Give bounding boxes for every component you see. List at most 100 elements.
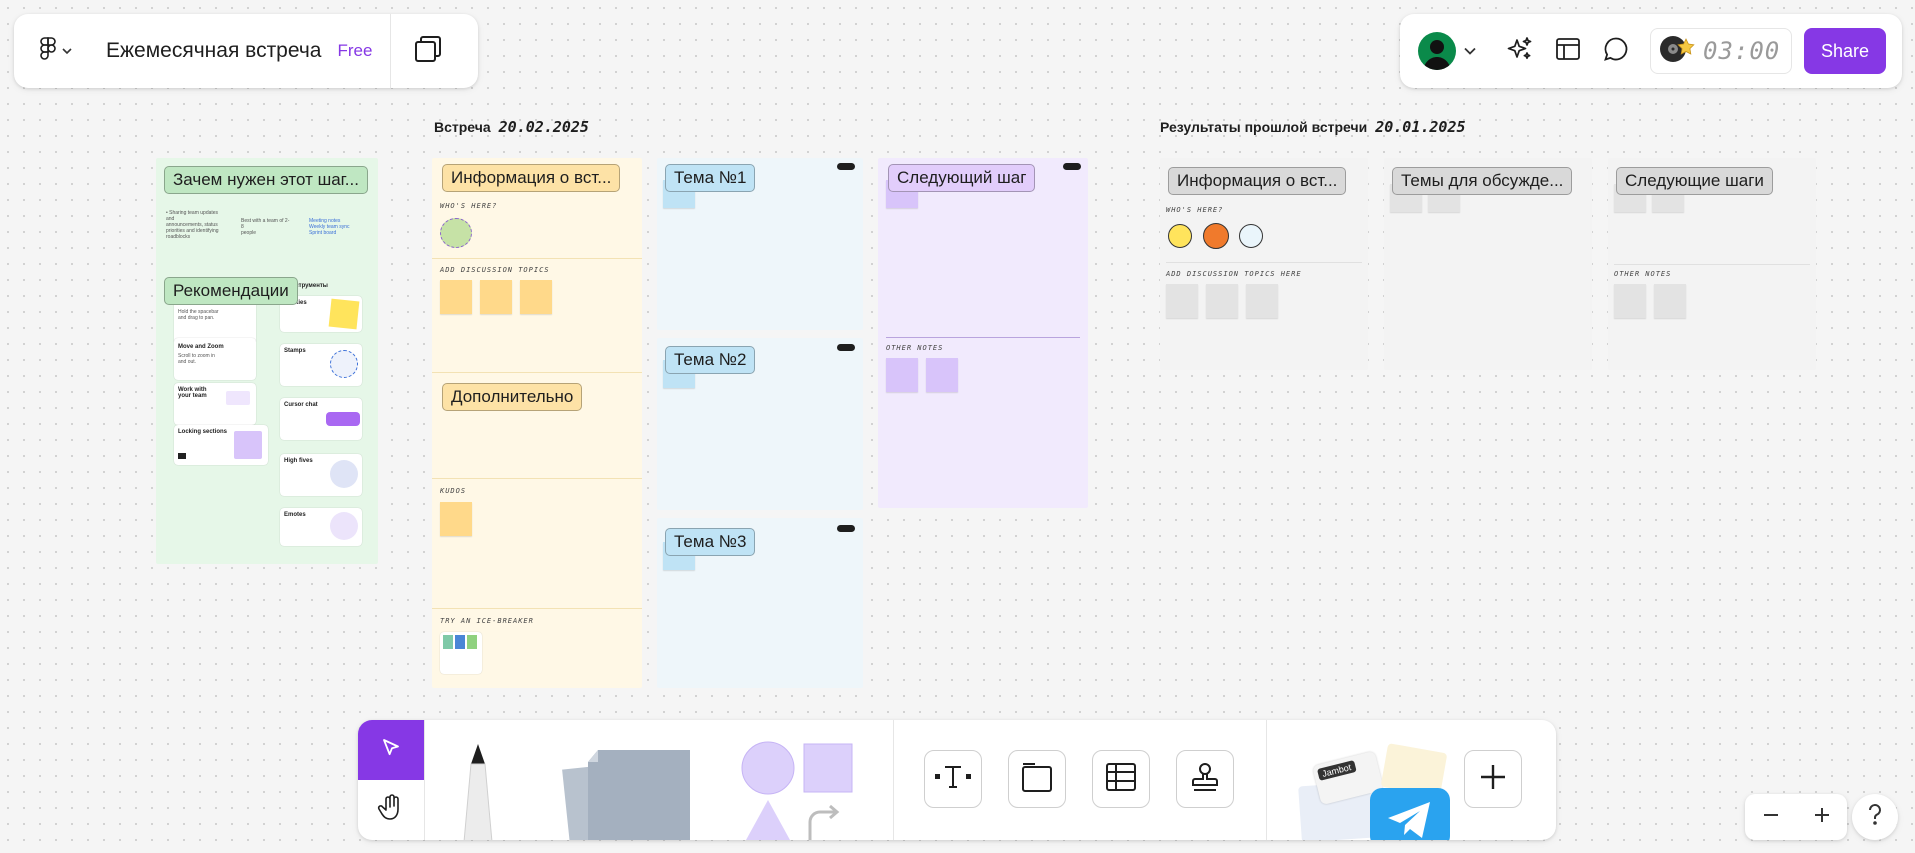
section-label-meeting: Встреча 20.02.2025 xyxy=(434,118,589,136)
more-tools-button[interactable] xyxy=(1464,750,1522,808)
next-step-frame[interactable] xyxy=(878,158,1088,508)
face-sticker xyxy=(1203,223,1229,249)
table-icon xyxy=(1104,760,1138,799)
tag-prev-next[interactable]: Следующие шаги xyxy=(1616,167,1773,195)
move-tool-button[interactable] xyxy=(358,720,424,780)
other-notes-label: OTHER NOTES xyxy=(886,344,944,352)
telegram-icon xyxy=(1370,788,1450,840)
file-title[interactable]: Ежемесячная встреча xyxy=(106,39,322,62)
timer-pill xyxy=(1063,163,1081,170)
plus-icon xyxy=(1813,803,1831,831)
tag-topic-1[interactable]: Тема №1 xyxy=(665,164,756,192)
sticky-note[interactable] xyxy=(1206,284,1238,318)
meeting-info-frame[interactable] xyxy=(432,158,642,688)
minus-icon xyxy=(1762,803,1780,831)
main-menu-button[interactable] xyxy=(14,14,106,88)
guide-card: Emotes xyxy=(280,508,362,546)
bottom-toolbar: Jambot xyxy=(358,720,1556,840)
sticky-note[interactable] xyxy=(440,502,472,536)
sticky-note[interactable] xyxy=(1246,284,1278,318)
sticky-note[interactable] xyxy=(886,358,918,392)
plan-badge[interactable]: Free xyxy=(337,41,373,60)
guide-card: High fives xyxy=(280,454,362,496)
sticky-note[interactable] xyxy=(1166,284,1198,318)
tag-additional[interactable]: Дополнительно xyxy=(442,383,583,411)
section-title: Результаты прошлой встречи xyxy=(1160,119,1368,135)
widgets-plugins-button[interactable]: Jambot xyxy=(1292,743,1452,840)
guide-card-title: Work with your team xyxy=(178,387,207,399)
layout-icon xyxy=(1555,36,1581,67)
tag-next-step[interactable]: Следующий шаг xyxy=(888,164,1036,192)
stamp-tool-button[interactable] xyxy=(1176,750,1234,808)
plus-icon xyxy=(1478,762,1508,797)
zoom-out-button[interactable] xyxy=(1745,794,1796,840)
tag-recommendations[interactable]: Рекомендации xyxy=(164,277,298,305)
pages-button[interactable] xyxy=(391,14,465,88)
sticky-note[interactable] xyxy=(926,358,958,392)
timer-pill xyxy=(837,163,855,170)
timer-button[interactable]: 03:00 xyxy=(1650,28,1792,74)
zoom-in-button[interactable] xyxy=(1796,794,1847,840)
guide-subtitle: е инструменты xyxy=(283,283,328,289)
layout-button[interactable] xyxy=(1544,27,1592,75)
tag-prev-topics[interactable]: Темы для обсужде... xyxy=(1392,167,1573,195)
face-sticker xyxy=(1239,224,1263,248)
table-tool-button[interactable] xyxy=(1092,750,1150,808)
face-sticker xyxy=(1168,224,1192,248)
icebreaker-card[interactable] xyxy=(440,632,482,674)
section-icon xyxy=(1020,760,1054,799)
text-icon xyxy=(935,759,971,800)
zoom-controls xyxy=(1745,794,1847,840)
guide-card: Locking sections xyxy=(174,425,268,465)
cursor-arrow-icon xyxy=(380,737,402,764)
divider xyxy=(424,720,425,840)
section-tool-button[interactable] xyxy=(1008,750,1066,808)
hand-tool-button[interactable] xyxy=(358,780,424,840)
section-date: 20.01.2025 xyxy=(1375,118,1466,136)
sticky-note[interactable] xyxy=(1654,284,1686,318)
help-button[interactable] xyxy=(1852,794,1898,840)
chevron-down-icon xyxy=(1464,42,1476,60)
guide-card-title: Cursor chat xyxy=(284,402,318,408)
add-topics-label: ADD DISCUSSION TOPICS HERE xyxy=(1166,270,1302,278)
sticky-note[interactable] xyxy=(480,280,512,314)
widget-badge: Jambot xyxy=(1316,760,1357,781)
toolbar-right: 03:00 Share xyxy=(1400,14,1902,88)
text-tool-button[interactable] xyxy=(924,750,982,808)
timer-display: 03:00 xyxy=(1703,37,1781,65)
tag-why-this-step[interactable]: Зачем нужен этот шаг... xyxy=(164,166,368,194)
ai-sparkle-button[interactable] xyxy=(1496,27,1544,75)
other-notes-label: OTHER NOTES xyxy=(1614,270,1672,278)
tag-prev-info[interactable]: Информация о вст... xyxy=(1168,167,1347,195)
section-title: Встреча xyxy=(434,119,491,135)
stamp-icon xyxy=(1188,760,1222,799)
kudos-label: KUDOS xyxy=(440,487,467,495)
tag-meeting-info[interactable]: Информация о вст... xyxy=(442,164,621,192)
tag-topic-3[interactable]: Тема №3 xyxy=(665,528,756,556)
tag-topic-2[interactable]: Тема №2 xyxy=(665,346,756,374)
guide-card-title: Move and Zoom xyxy=(178,344,224,350)
share-button[interactable]: Share xyxy=(1804,28,1886,74)
multiplayer-menu[interactable] xyxy=(1418,32,1476,70)
divider xyxy=(1266,720,1267,840)
guide-card: Cursor chat xyxy=(280,398,362,440)
divider xyxy=(893,720,894,840)
comment-button[interactable] xyxy=(1592,27,1640,75)
section-date: 20.02.2025 xyxy=(498,118,589,136)
sticky-note[interactable] xyxy=(1614,284,1646,318)
shape-tool[interactable] xyxy=(738,740,858,840)
sticker-image xyxy=(440,218,472,248)
sparkle-icon xyxy=(1506,35,1534,68)
sticky-note-tool[interactable] xyxy=(558,744,708,840)
question-mark-icon xyxy=(1865,802,1885,832)
guide-card-title: Locking sections xyxy=(178,429,228,435)
whos-here-label: WHO'S HERE? xyxy=(440,202,498,210)
guide-card-title: Stamps xyxy=(284,348,306,354)
guide-card-title: Emotes xyxy=(284,512,306,518)
sticky-note[interactable] xyxy=(520,280,552,314)
marker-tool[interactable] xyxy=(458,742,498,840)
sticky-note[interactable] xyxy=(440,280,472,314)
